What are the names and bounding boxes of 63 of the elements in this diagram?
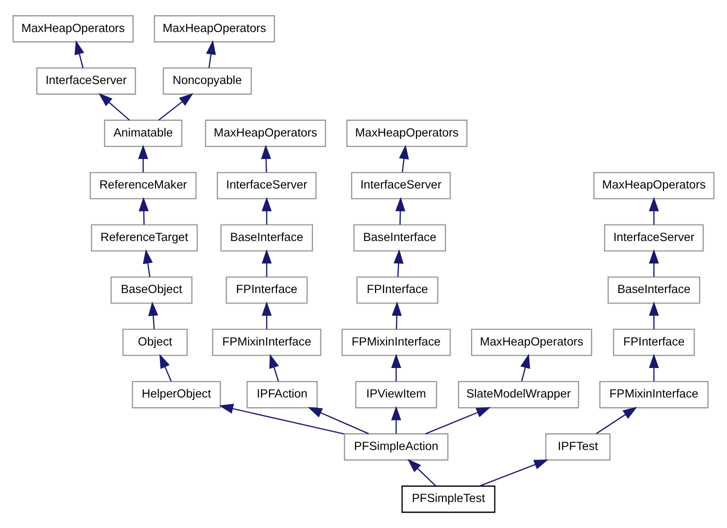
arrow (262, 301, 272, 330)
arrow (308, 407, 369, 434)
node-box: Animatable (104, 120, 182, 147)
node-box: HelperObject (132, 381, 221, 408)
node-box: FPInterface (226, 276, 308, 304)
node-box: FPMixinInterface (599, 381, 709, 408)
node-box: ReferenceTarget (90, 224, 198, 252)
node-box: PFSimpleAction (344, 433, 448, 461)
node-box: InterfaceServer (351, 172, 451, 200)
arrow (648, 196, 659, 225)
node-box: Noncopyable (162, 67, 252, 95)
node-box: BaseObject (110, 276, 192, 304)
arrow (391, 406, 402, 434)
node-box: BaseInterface (353, 224, 446, 252)
arrow (138, 144, 148, 172)
node-box: MaxHeapOperators (154, 15, 276, 42)
arrow (158, 93, 194, 121)
arrow (74, 40, 84, 68)
node-box: IPFTest (545, 433, 611, 461)
node-box: FPMixinInterface (212, 328, 322, 356)
arrow (98, 93, 130, 121)
arrow (392, 301, 402, 330)
node-box: Object (122, 328, 188, 356)
node-box: FPMixinInterface (342, 328, 451, 356)
node-box: IPFAction (246, 381, 318, 408)
node-box: FPInterface (612, 328, 695, 356)
arrow (399, 144, 409, 172)
arrow (391, 354, 402, 382)
arrow (142, 249, 153, 277)
arrow (596, 406, 638, 434)
arrow (159, 354, 172, 382)
node-box: BaseInterface (608, 276, 700, 304)
arrow (407, 458, 436, 486)
arrow (148, 301, 158, 330)
node-box: IPViewItem (355, 381, 438, 408)
node-box: ReferenceMaker (90, 172, 197, 200)
arrow (218, 404, 344, 434)
arrow (648, 354, 659, 382)
arrow (206, 40, 216, 68)
node-box: BaseInterface (220, 224, 314, 252)
node-box: FPInterface (356, 276, 438, 304)
arrow (262, 249, 272, 277)
node-box: InterfaceServer (604, 224, 704, 252)
arrow (395, 196, 406, 225)
arrow (479, 459, 548, 487)
arrow (648, 301, 659, 330)
node-box: PFSimpleTest (402, 486, 496, 513)
node-box: SlateModelWrapper (458, 381, 580, 408)
arrow (261, 144, 272, 172)
node-box: MaxHeapOperators (346, 120, 468, 147)
node-box: MaxHeapOperators (204, 120, 326, 147)
node-box: MaxHeapOperators (471, 328, 592, 356)
node-box: MaxHeapOperators (12, 15, 134, 42)
arrow (394, 249, 404, 277)
arrow (648, 249, 659, 277)
node-box: InterfaceServer (36, 67, 136, 95)
arrow (425, 407, 491, 434)
arrow (520, 354, 530, 382)
node-box: MaxHeapOperators (593, 172, 714, 200)
arrow (269, 354, 279, 382)
arrow (262, 196, 272, 225)
arrow (138, 196, 149, 225)
node-box: InterfaceServer (216, 172, 317, 200)
